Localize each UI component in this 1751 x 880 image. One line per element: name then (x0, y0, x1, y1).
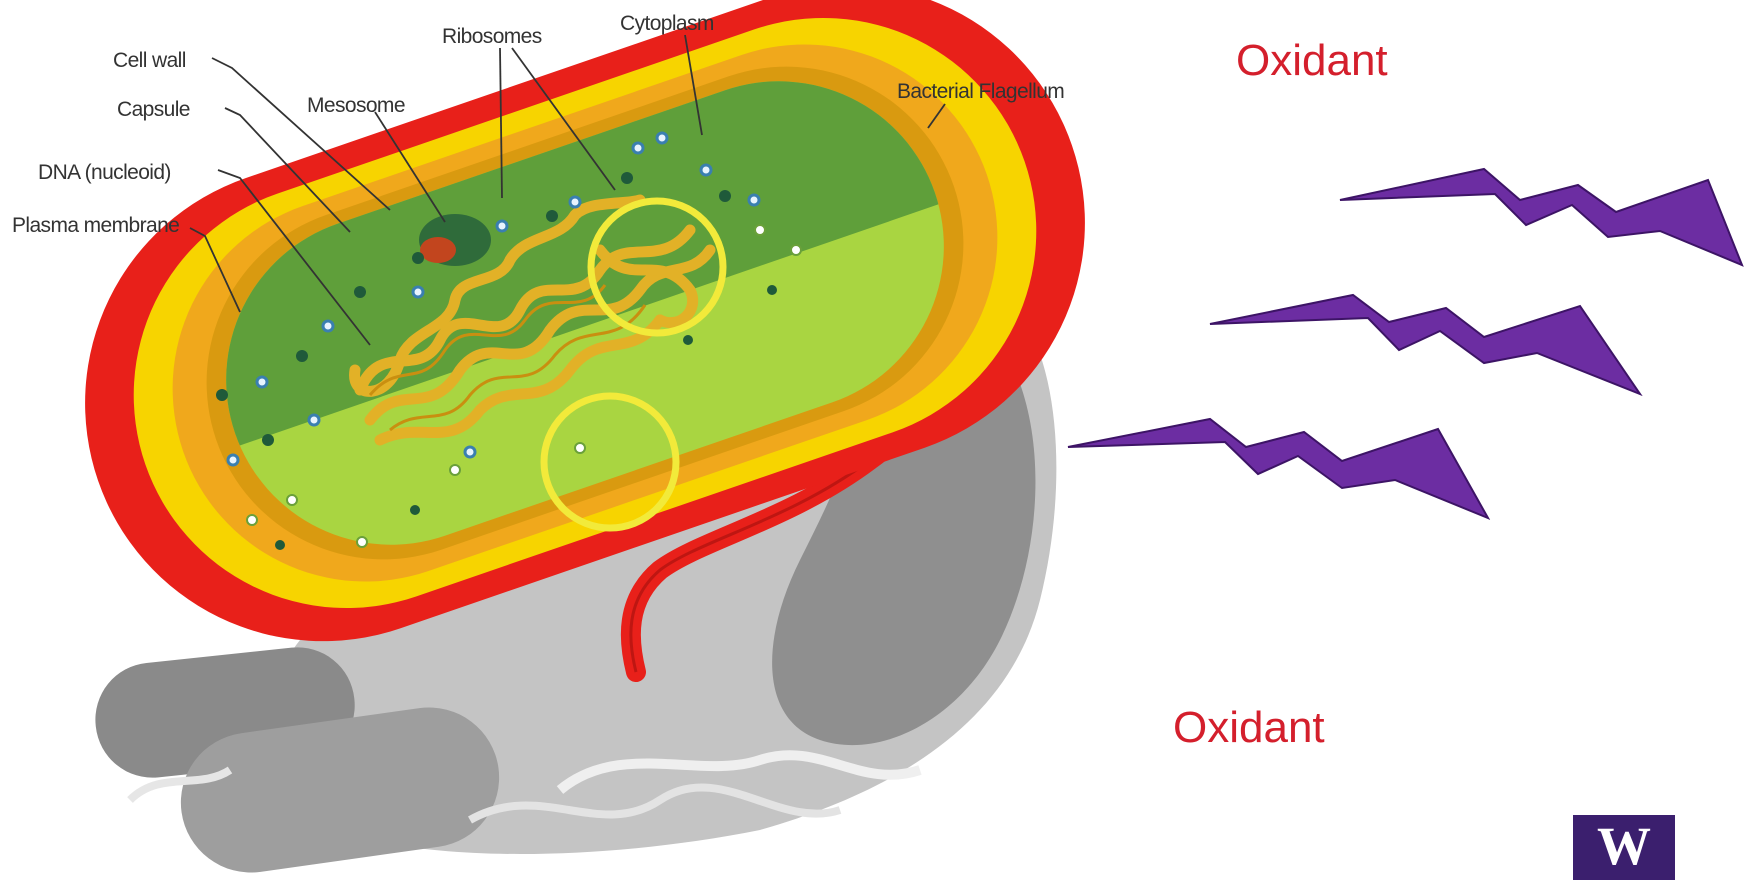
label-dna-nucleoid: DNA (nucleoid) (38, 161, 171, 184)
lightning-bolt-icon (1340, 169, 1742, 265)
lightning-bolt-icon (1210, 295, 1640, 394)
label-plasma-membrane: Plasma membrane (12, 214, 179, 237)
oxidant-bolts (1068, 169, 1742, 518)
mesosome (419, 214, 491, 266)
label-ribosomes: Ribosomes (442, 25, 542, 48)
label-cytoplasm: Cytoplasm (620, 12, 714, 35)
label-capsule: Capsule (117, 98, 190, 121)
uw-logo-letter: W (1573, 819, 1675, 873)
label-bacterial-flagellum: Bacterial Flagellum (897, 80, 1064, 103)
lightning-bolt-icon (1068, 419, 1488, 518)
uw-logo-icon: W (1573, 815, 1675, 880)
label-mesosome: Mesosome (307, 94, 405, 117)
oxidant-label-bottom: Oxidant (1173, 703, 1325, 753)
oxidant-label-top: Oxidant (1236, 36, 1388, 86)
label-cell-wall: Cell wall (113, 49, 186, 72)
